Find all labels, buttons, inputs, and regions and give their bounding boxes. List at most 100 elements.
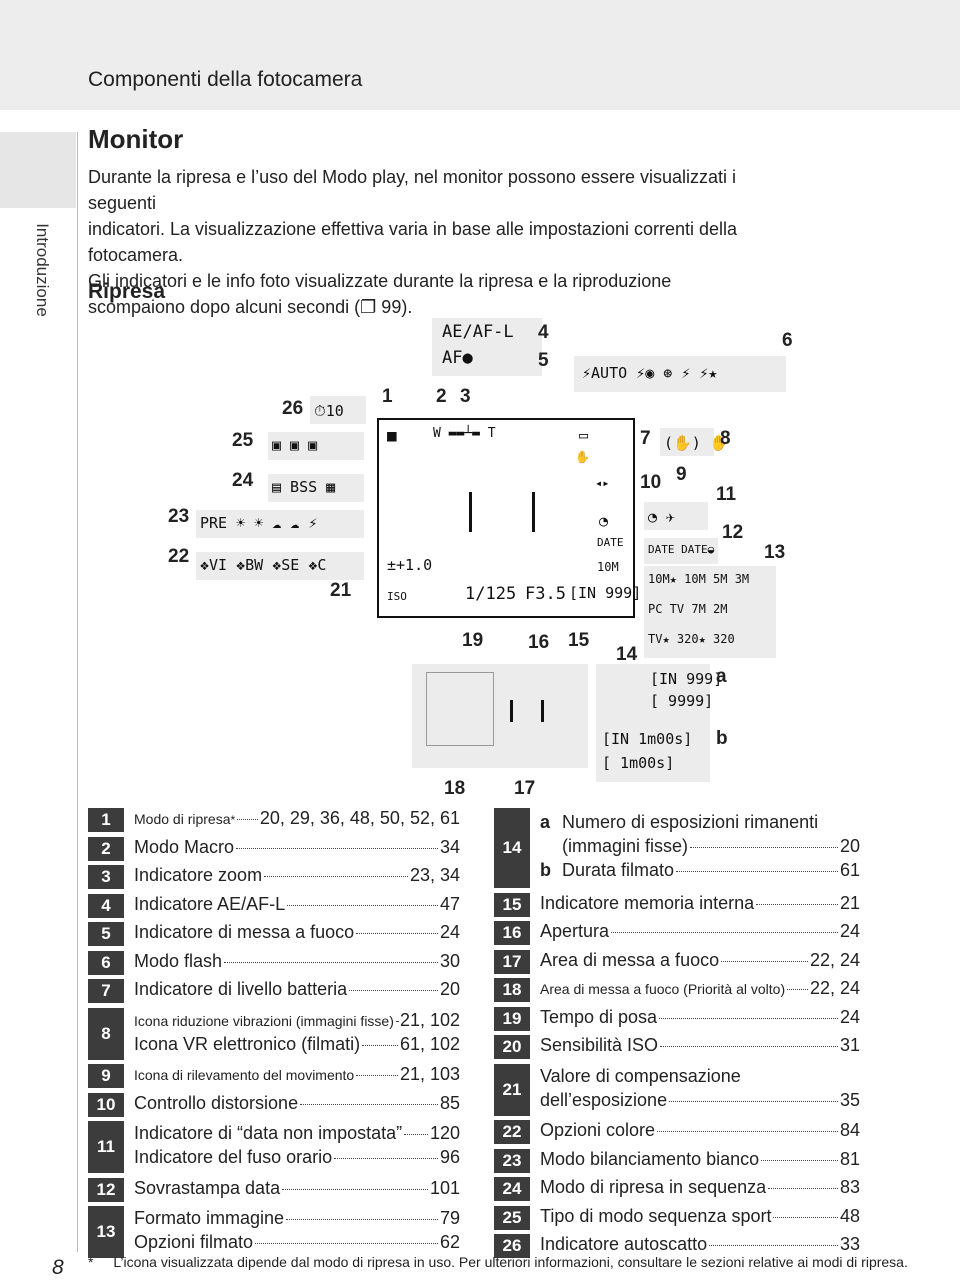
callout-number: 4 [538, 322, 549, 343]
legend-number: 20 [494, 1035, 530, 1059]
page-reference: 61, 102 [399, 1033, 460, 1054]
page-reference: 62 [439, 1232, 460, 1252]
page-reference: 120 [429, 1123, 460, 1143]
page-reference: 23, 34 [409, 865, 460, 885]
legend-number: 23 [494, 1148, 530, 1173]
exposure-comp-icon: ±+1.0 [387, 556, 433, 574]
callout-number: 3 [460, 386, 471, 407]
page-reference: 101 [429, 1177, 460, 1198]
size-panel [644, 566, 776, 658]
aperture-value: F3.5 [525, 584, 566, 604]
page-reference: 61 [839, 860, 860, 880]
callout-number: 18 [444, 778, 466, 799]
leader-dots [773, 1216, 838, 1218]
vr-options-icon: (✋) ✋ [664, 434, 729, 452]
movie-options-icon: TV★ 320★ 320 [648, 632, 735, 646]
image-size-icon: 10M★ 10M 5M 3M [648, 572, 750, 586]
legend-label: Indicatore memoria interna [540, 892, 755, 913]
subtitle: Ripresa [88, 280, 166, 303]
page-reference: 20, 29, 36, 48, 50, 52, 61 [259, 808, 460, 828]
leader-dots [237, 819, 258, 820]
clock-icon: ◔ [599, 512, 609, 530]
sport-continuous-icon: ▣ ▣ ▣ [272, 436, 318, 454]
legend-label: Icona VR elettronico (filmati) [134, 1033, 361, 1054]
callout-number: 24 [232, 470, 254, 491]
page-reference: 81 [839, 1148, 860, 1169]
legend-entry: Sovrastampa data 101 [134, 1178, 460, 1202]
legend-label: Indicatore zoom [134, 865, 263, 885]
page-reference: 34 [439, 836, 460, 857]
timer-panel [310, 396, 366, 424]
page-reference: 21, 102 [399, 1009, 460, 1030]
callout-number: 8 [720, 428, 731, 449]
legend-row: 23 Modo bilanciamento bianco 81 [494, 1147, 860, 1175]
page-reference: 21, 103 [399, 1064, 460, 1084]
image-mode-icon: 10M [597, 560, 619, 574]
leader-dots [356, 933, 438, 934]
legend-label: Sovrastampa data [134, 1177, 281, 1198]
date-imprint-icon: DATE [597, 536, 624, 549]
ae-lock-icon: AE/AF-L [442, 322, 514, 342]
callout-number: 5 [538, 350, 549, 371]
leader-dots [690, 847, 838, 848]
callout-number: 25 [232, 430, 254, 451]
legend-number: 26 [494, 1234, 530, 1258]
focus-panel [412, 664, 588, 768]
self-timer-icon: ⏱10 [314, 402, 344, 420]
callout-number: 16 [528, 632, 550, 653]
page-reference: 24 [839, 1006, 860, 1027]
legend-label: Modo bilanciamento bianco [540, 1148, 760, 1169]
page-reference: 35 [839, 1089, 860, 1110]
zoom-indicator: W ▬▬┴▬ T [433, 426, 496, 441]
page-reference: 30 [439, 950, 460, 971]
iso-icon: ISO [387, 590, 407, 603]
leader-dots [264, 876, 408, 877]
legend-number: 13 [88, 1206, 124, 1258]
legend-entry: Modo bilanciamento bianco 81 [540, 1149, 860, 1173]
callout-number: 13 [764, 542, 786, 563]
page-reference: 33 [839, 1234, 860, 1254]
leader-dots [282, 1188, 428, 1190]
sport-panel [268, 432, 364, 460]
page-reference: 24 [439, 922, 460, 942]
movie-length-card: [ 1m00s] [602, 754, 675, 772]
remaining-exposures: [IN 999] [569, 584, 642, 602]
legend-label: Opzioni colore [540, 1120, 656, 1140]
callout-number: 1 [382, 386, 393, 407]
flash-icon: ⚡AUTO ⚡◉ ⊛ ⚡ ⚡★ [582, 364, 718, 382]
shutter-speed: 1/125 [465, 584, 517, 604]
date-stamp-icon: DATE DATE◒ [648, 543, 715, 556]
leader-dots [287, 904, 438, 906]
section-title: Componenti della fotocamera [88, 68, 363, 91]
legend-label: Modo di ripresa in sequenza [540, 1177, 767, 1197]
leader-dots [756, 903, 838, 905]
legend-number: 24 [494, 1177, 530, 1201]
side-tab: Introduzione [12, 215, 72, 325]
callout-number: b [716, 728, 728, 749]
leader-dots [236, 847, 438, 849]
leader-dots [395, 1020, 398, 1022]
leader-dots [356, 1075, 398, 1076]
color-options-icon: ❖VI ❖BW ❖SE ❖C [200, 556, 327, 574]
distortion-icon: ◂▸ [595, 476, 610, 490]
legend-number: 2 [88, 836, 124, 861]
ae-callout [432, 318, 542, 376]
